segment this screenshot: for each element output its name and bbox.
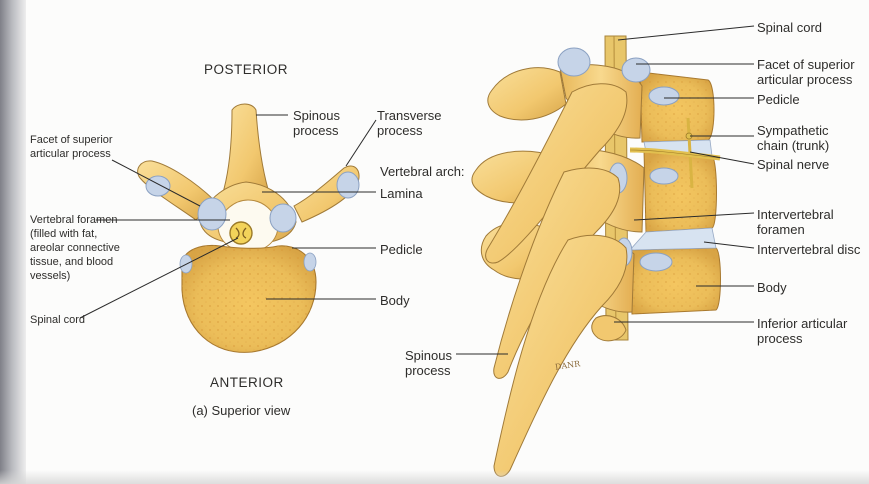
label-body-superior: Body [380, 293, 410, 308]
label-facet-superior-lateral-1: Facet of superior [757, 57, 855, 72]
label-vertebral-foramen-4: tissue, and blood [30, 256, 113, 269]
label-spinal-nerve: Spinal nerve [757, 157, 829, 172]
label-sympathetic-chain-2: chain (trunk) [757, 138, 829, 153]
label-pedicle-lateral: Pedicle [757, 92, 800, 107]
label-transverse-process-1: Transverse [377, 108, 442, 123]
label-sympathetic-chain-1: Sympathetic [757, 123, 829, 138]
label-intervertebral-disc: Intervertebral disc [757, 242, 860, 257]
scan-bottom-shadow [0, 470, 869, 484]
label-vertebral-arch: Vertebral arch: [380, 164, 465, 179]
label-transverse-process-2: process [377, 123, 423, 138]
label-spinal-cord-lateral: Spinal cord [757, 20, 822, 35]
posterior-heading: POSTERIOR [204, 62, 288, 77]
label-spinous-process-superior-1: Spinous [293, 108, 340, 123]
label-vertebral-foramen-5: vessels) [30, 270, 70, 283]
label-body-lateral: Body [757, 280, 787, 295]
label-intervertebral-foramen-2: foramen [757, 222, 805, 237]
label-facet-superior-2: articular process [30, 148, 111, 161]
label-facet-superior-1: Facet of superior [30, 134, 113, 147]
anterior-heading: ANTERIOR [210, 375, 284, 390]
label-vertebral-foramen-3: areolar connective [30, 242, 120, 255]
label-spinous-process-superior-2: process [293, 123, 339, 138]
label-vertebral-foramen-1: Vertebral foramen [30, 214, 117, 227]
label-spinal-cord-superior: Spinal cord [30, 314, 85, 327]
lateral-view-spine [472, 36, 721, 476]
label-vertebral-foramen-2: (filled with fat, [30, 228, 97, 241]
superior-view-vertebra [138, 104, 359, 352]
label-pedicle-superior: Pedicle [380, 242, 423, 257]
label-lamina: Lamina [380, 186, 423, 201]
label-inferior-articular-1: Inferior articular [757, 316, 847, 331]
superior-view-caption: (a) Superior view [192, 403, 290, 418]
label-intervertebral-foramen-1: Intervertebral [757, 207, 834, 222]
label-facet-superior-lateral-2: articular process [757, 72, 852, 87]
label-spinous-process-lateral-2: process [405, 363, 451, 378]
label-inferior-articular-2: process [757, 331, 803, 346]
label-spinous-process-lateral-1: Spinous [405, 348, 452, 363]
